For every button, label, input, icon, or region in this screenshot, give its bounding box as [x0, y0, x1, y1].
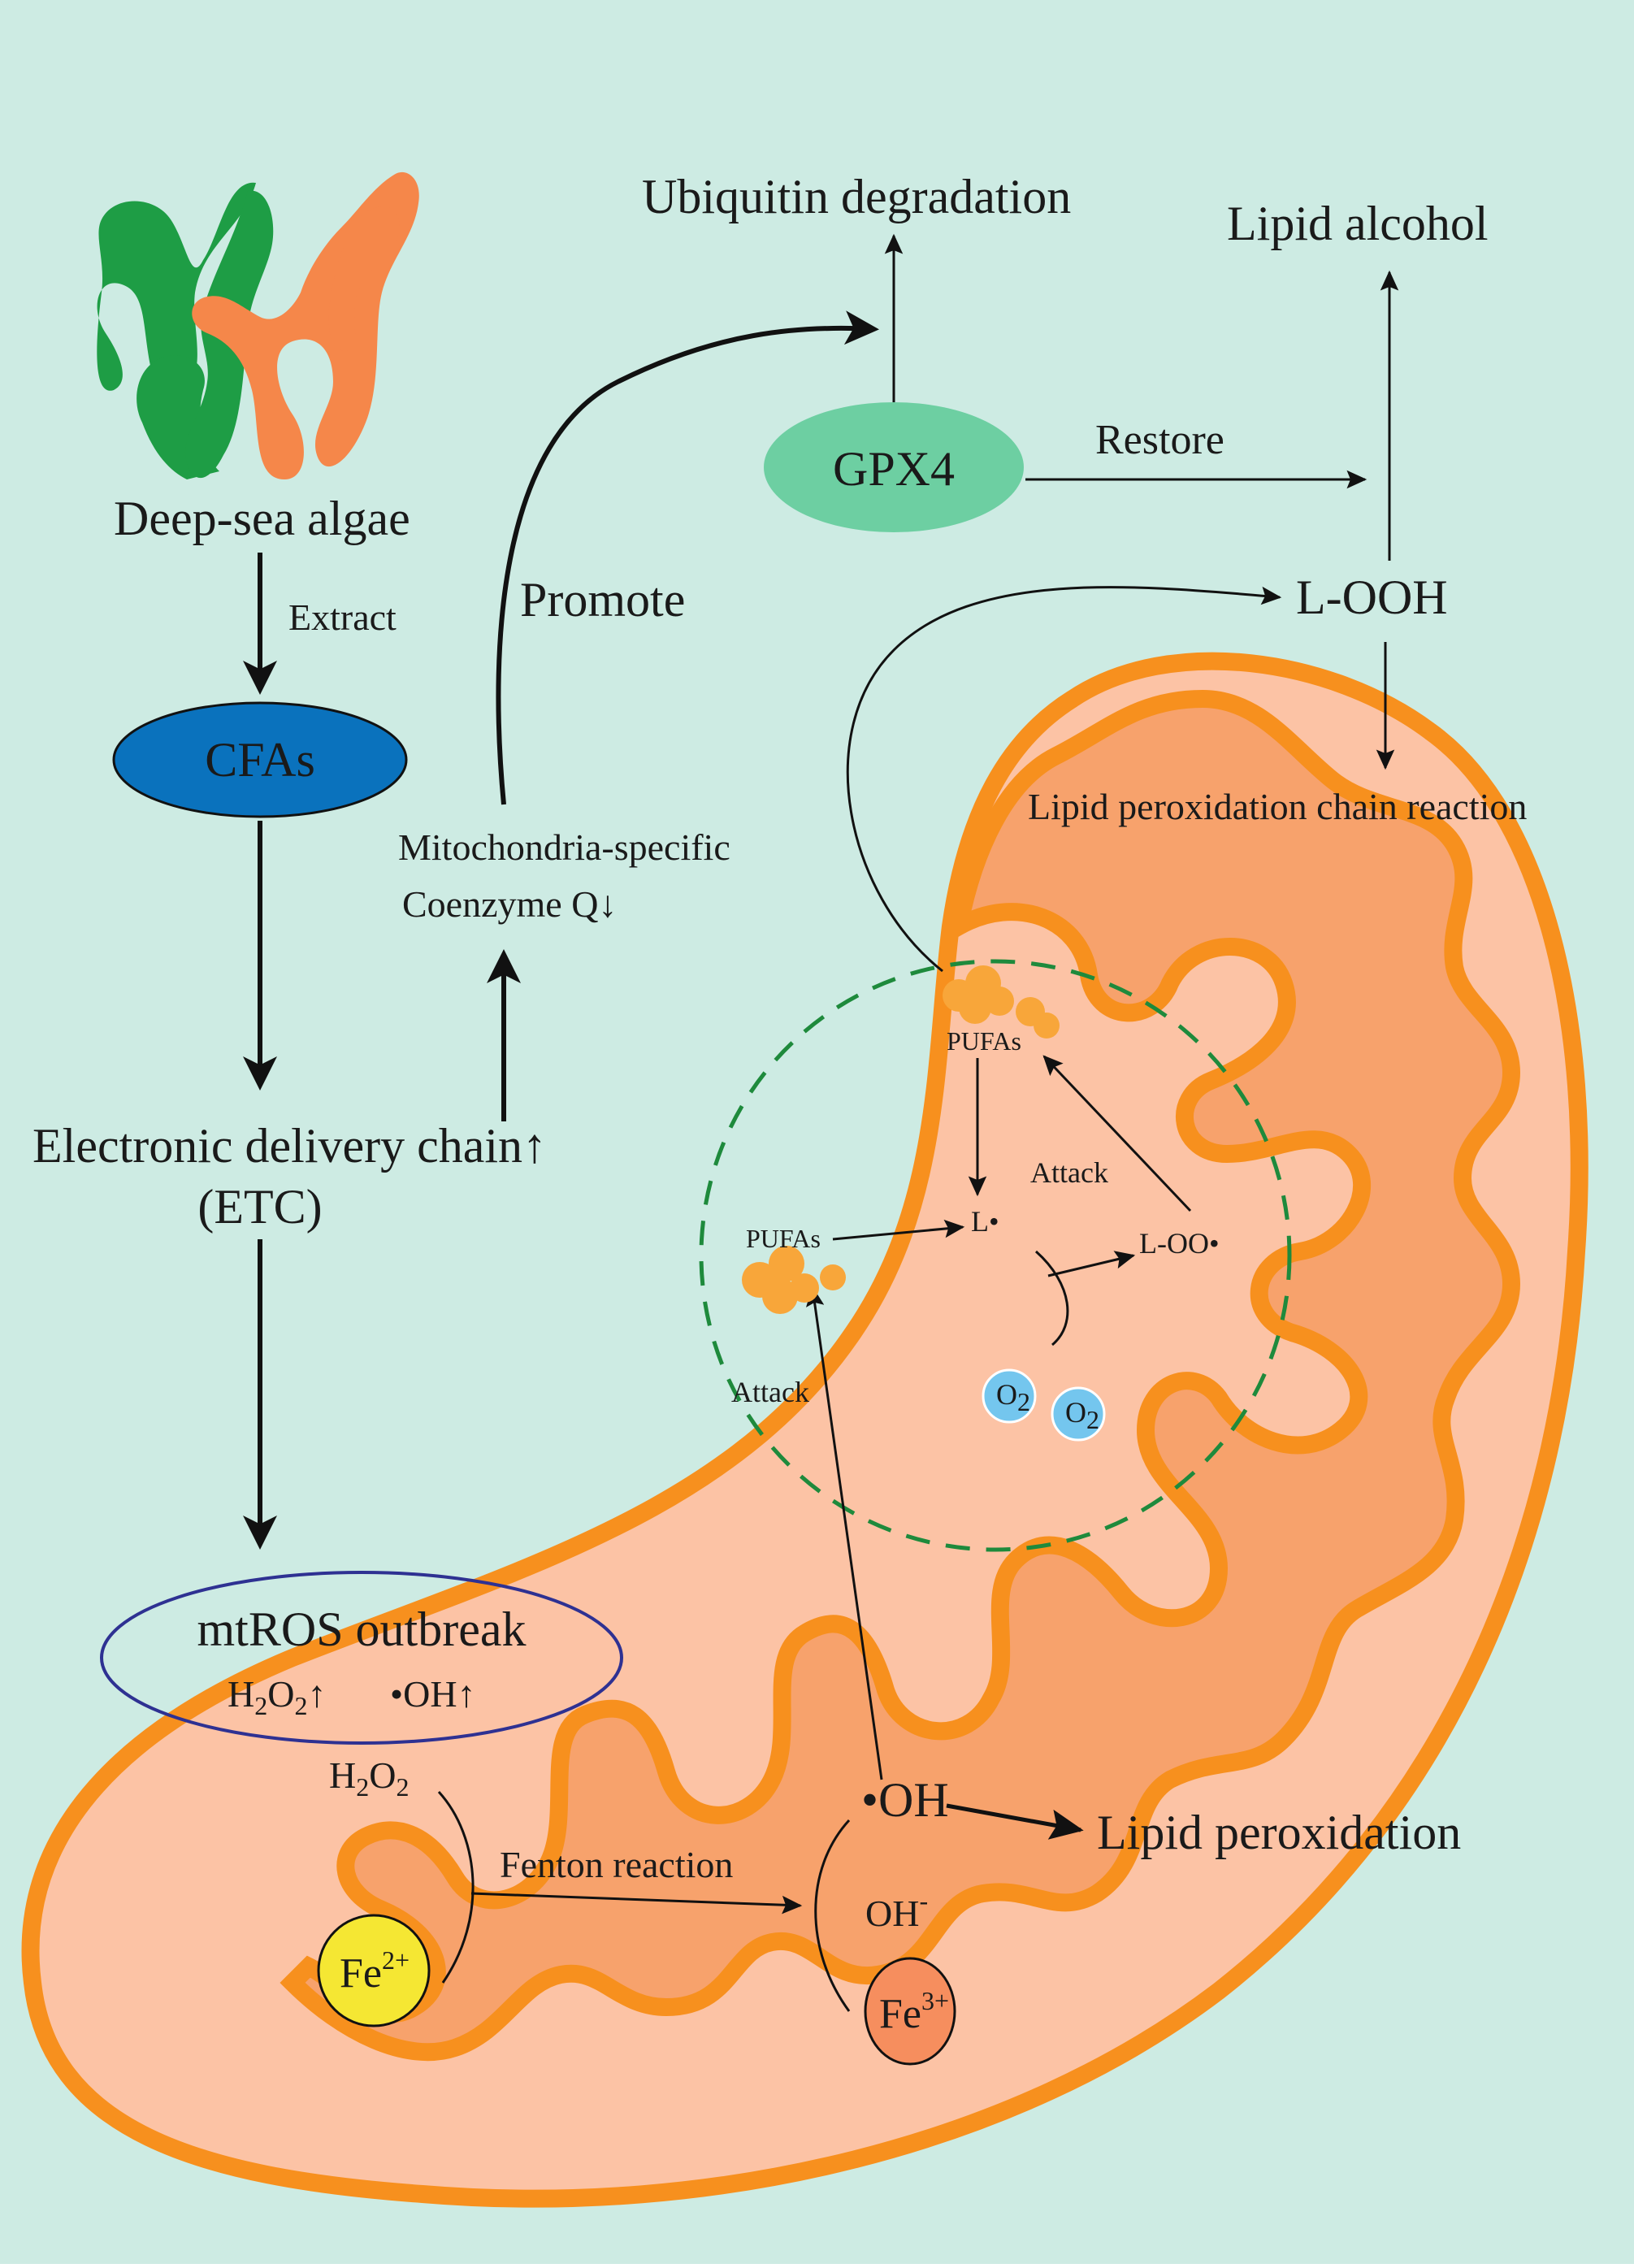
pufas-left-cluster [742, 1246, 846, 1314]
fe3-label: Fe3+ [879, 1986, 949, 2037]
promote-label: Promote [520, 573, 685, 627]
o2-molecule-1: O2 [982, 1368, 1037, 1424]
lipid-peroxidation-label: Lipid peroxidation [1097, 1806, 1461, 1859]
attack-top-label: Attack [1030, 1156, 1108, 1189]
loo-radical-label: L-OO• [1139, 1227, 1220, 1260]
cfas-label: CFAs [205, 733, 315, 787]
o2-molecule-2: O2 [1051, 1386, 1106, 1442]
fe2-label: Fe2+ [340, 1945, 410, 1997]
attack-left-label: Attack [731, 1376, 809, 1408]
attack-left-arrow [805, 1286, 883, 1780]
promote-arrow [496, 310, 879, 805]
h2o2-label: H2O2 [329, 1754, 409, 1802]
etc-label-line1: Electronic delivery chain↑ [33, 1119, 547, 1173]
svg-text:O2: O2 [1065, 1396, 1099, 1434]
h2o2-up-label: H2O2↑ [228, 1673, 326, 1720]
deep-sea-algae-icon [97, 171, 419, 479]
fenton-left-bracket [437, 1790, 475, 1984]
pufas-top-label: PUFAs [947, 1026, 1021, 1056]
ubiquitin-label: Ubiquitin degradation [642, 170, 1071, 223]
fenton-arrow [470, 1892, 803, 1915]
reaction-region-dashed-circle [699, 959, 1292, 1552]
mtros-title: mtROS outbreak [197, 1602, 527, 1656]
mito-coq-line1: Mitochondria-specific [398, 826, 730, 868]
l-to-loo-arc [1035, 1250, 1069, 1346]
pufas-left-to-l-arrow [832, 1219, 965, 1241]
lipid-alcohol-label: Lipid alcohol [1227, 197, 1489, 250]
cfas-node [112, 701, 408, 818]
fenton-label: Fenton reaction [500, 1844, 733, 1885]
pufas-left-label: PUFAs [746, 1224, 821, 1253]
gpx4-label: GPX4 [833, 442, 955, 496]
mtros-ellipse [100, 1571, 623, 1745]
extract-label: Extract [288, 596, 397, 638]
oh-up-label: •OH↑ [390, 1673, 476, 1715]
deep-sea-algae-label: Deep-sea algae [114, 492, 410, 545]
svg-text:O2: O2 [996, 1378, 1030, 1416]
pufas-top-cluster [943, 965, 1060, 1039]
mitochondrion-outer-membrane [21, 652, 1588, 2208]
restore-label: Restore [1095, 417, 1224, 463]
etc-label-line2: (ETC) [197, 1180, 322, 1234]
lipid-chain-label: Lipid peroxidation chain reaction [1028, 786, 1527, 827]
oh-to-lipid-peroxidation-arrow [946, 1803, 1084, 1840]
fe2-node [317, 1914, 431, 2027]
looh-label: L-OOH [1296, 570, 1448, 624]
gpx4-node [764, 402, 1024, 532]
loo-to-pufas-attack-arrow [1042, 1055, 1192, 1212]
mitochondrion-cristae [280, 689, 1521, 2062]
oh-minus-label: OH- [865, 1886, 928, 1934]
mito-coq-line2: Coenzyme Q↓ [402, 883, 617, 925]
l-radical-label: L• [971, 1205, 999, 1238]
pufas-to-looh-arrow [846, 586, 1282, 973]
fenton-right-bracket [814, 1819, 851, 2012]
oh-radical-label: •OH [861, 1773, 949, 1827]
fe3-node [864, 1957, 956, 2066]
l-to-loo-arrow [1047, 1251, 1136, 1277]
